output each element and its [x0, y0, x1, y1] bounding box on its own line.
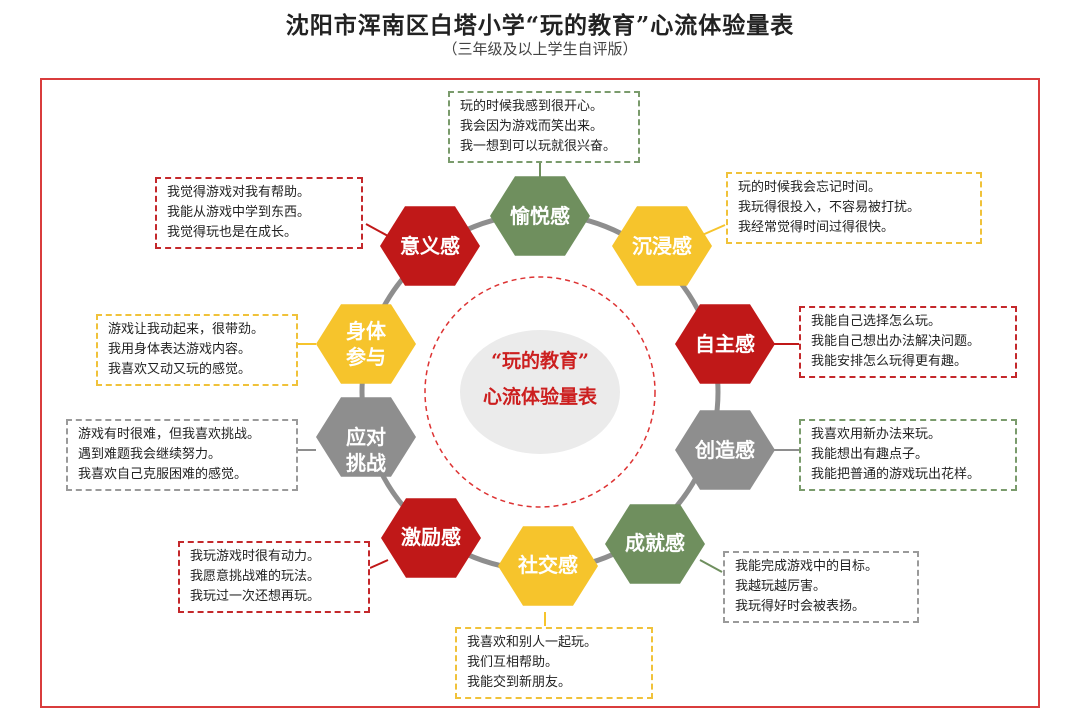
desc-line: 我玩得很投入，不容易被打扰。	[738, 200, 921, 215]
desc-line: 我喜欢又动又玩的感觉。	[108, 362, 252, 377]
diagram-frame	[40, 78, 1040, 708]
desc-box-body: 游戏让我动起来，很带劲。 我用身体表达游戏内容。 我喜欢又动又玩的感觉。	[96, 314, 298, 386]
desc-box-social: 我喜欢和别人一起玩。 我们互相帮助。 我能交到新朋友。	[455, 627, 653, 699]
desc-line: 我能自己选择怎么玩。	[811, 314, 942, 329]
desc-line: 我玩得好时会被表扬。	[735, 599, 866, 614]
center-ellipse	[424, 276, 656, 508]
hexagon-immersion	[612, 206, 712, 286]
desc-box-immersion: 玩的时候我会忘记时间。 我玩得很投入，不容易被打扰。 我经常觉得时间过得很快。	[726, 172, 982, 244]
desc-line: 我用身体表达游戏内容。	[108, 342, 252, 357]
desc-line: 我一想到可以玩就很兴奋。	[460, 139, 617, 154]
desc-box-achievement: 我能完成游戏中的目标。 我越玩越厉害。 我玩得好时会被表扬。	[723, 551, 919, 623]
hexagon-body	[316, 304, 416, 384]
hex-label-challenge-line2: 挑战	[346, 451, 386, 475]
hex-label-body-line2: 参与	[346, 345, 386, 369]
hexagon-achievement	[605, 504, 705, 584]
desc-line: 我经常觉得时间过得很快。	[738, 220, 895, 235]
hex-label-autonomy: 自主感	[695, 332, 755, 356]
desc-line: 我玩游戏时很有动力。	[190, 549, 321, 564]
hex-label-meaning: 意义感	[400, 234, 460, 258]
page-title: 沈阳市浑南区白塔小学“玩的教育”心流体验量表	[285, 12, 795, 39]
desc-line: 游戏让我动起来，很带劲。	[108, 322, 265, 337]
desc-line: 玩的时候我感到很开心。	[460, 99, 604, 114]
hexagon-pleasure	[490, 176, 590, 256]
desc-line: 我能安排怎么玩得更有趣。	[811, 354, 968, 369]
desc-line: 遇到难题我会继续努力。	[78, 447, 222, 462]
desc-line: 我觉得游戏对我有帮助。	[167, 185, 311, 200]
center-disc	[460, 330, 620, 454]
hexagon-challenge	[316, 397, 416, 477]
desc-line: 我愿意挑战难的玩法。	[190, 569, 321, 584]
hex-label-motivation: 激励感	[401, 525, 461, 549]
desc-line: 我们互相帮助。	[467, 655, 559, 670]
hexagon-motivation	[381, 498, 481, 578]
desc-line: 我玩过一次还想再玩。	[190, 589, 321, 604]
hex-label-immersion: 沉浸感	[632, 234, 692, 258]
hexagon-meaning	[380, 206, 480, 286]
desc-line: 我能从游戏中学到东西。	[167, 205, 311, 220]
desc-box-motivation: 我玩游戏时很有动力。 我愿意挑战难的玩法。 我玩过一次还想再玩。	[178, 541, 370, 613]
desc-box-creativity: 我喜欢用新办法来玩。 我能想出有趣点子。 我能把普通的游戏玩出花样。	[799, 419, 1017, 491]
desc-line: 我能完成游戏中的目标。	[735, 559, 879, 574]
hexagon-social	[498, 526, 598, 606]
center-title-line2: 心流体验量表	[482, 386, 597, 408]
hexagon-creativity	[675, 410, 775, 490]
desc-line: 我喜欢和别人一起玩。	[467, 635, 598, 650]
hex-label-body: 身体 参与	[311, 318, 421, 370]
desc-line: 我喜欢用新办法来玩。	[811, 427, 942, 442]
desc-box-meaning: 我觉得游戏对我有帮助。 我能从游戏中学到东西。 我觉得玩也是在成长。	[155, 177, 363, 249]
hex-label-body-line1: 身体	[346, 319, 386, 343]
hex-label-pleasure: 愉悦感	[510, 204, 570, 228]
desc-line: 我能自己想出办法解决问题。	[811, 334, 981, 349]
desc-line: 玩的时候我会忘记时间。	[738, 180, 882, 195]
desc-line: 我会因为游戏而笑出来。	[460, 119, 604, 134]
hex-label-social: 社交感	[518, 553, 578, 577]
desc-line: 我喜欢自己克服困难的感觉。	[78, 467, 248, 482]
page-subtitle: （三年级及以上学生自评版）	[442, 40, 638, 58]
center-title-line1: “玩的教育”	[491, 350, 589, 372]
desc-line: 我能交到新朋友。	[467, 675, 572, 690]
desc-line: 我能把普通的游戏玩出花样。	[811, 467, 981, 482]
desc-line: 我能想出有趣点子。	[811, 447, 929, 462]
hex-label-achievement: 成就感	[625, 531, 685, 555]
hex-label-challenge: 应对 挑战	[311, 424, 421, 476]
desc-box-autonomy: 我能自己选择怎么玩。 我能自己想出办法解决问题。 我能安排怎么玩得更有趣。	[799, 306, 1017, 378]
desc-box-pleasure: 玩的时候我感到很开心。 我会因为游戏而笑出来。 我一想到可以玩就很兴奋。	[448, 91, 640, 163]
desc-box-challenge: 游戏有时很难，但我喜欢挑战。 遇到难题我会继续努力。 我喜欢自己克服困难的感觉。	[66, 419, 298, 491]
desc-line: 我越玩越厉害。	[735, 579, 827, 594]
hex-label-creativity: 创造感	[695, 438, 755, 462]
hex-label-challenge-line1: 应对	[346, 425, 386, 449]
center-title: “玩的教育” 心流体验量表	[460, 343, 620, 415]
hexagon-autonomy	[675, 304, 775, 384]
desc-line: 我觉得玩也是在成长。	[167, 225, 298, 240]
desc-line: 游戏有时很难，但我喜欢挑战。	[78, 427, 261, 442]
